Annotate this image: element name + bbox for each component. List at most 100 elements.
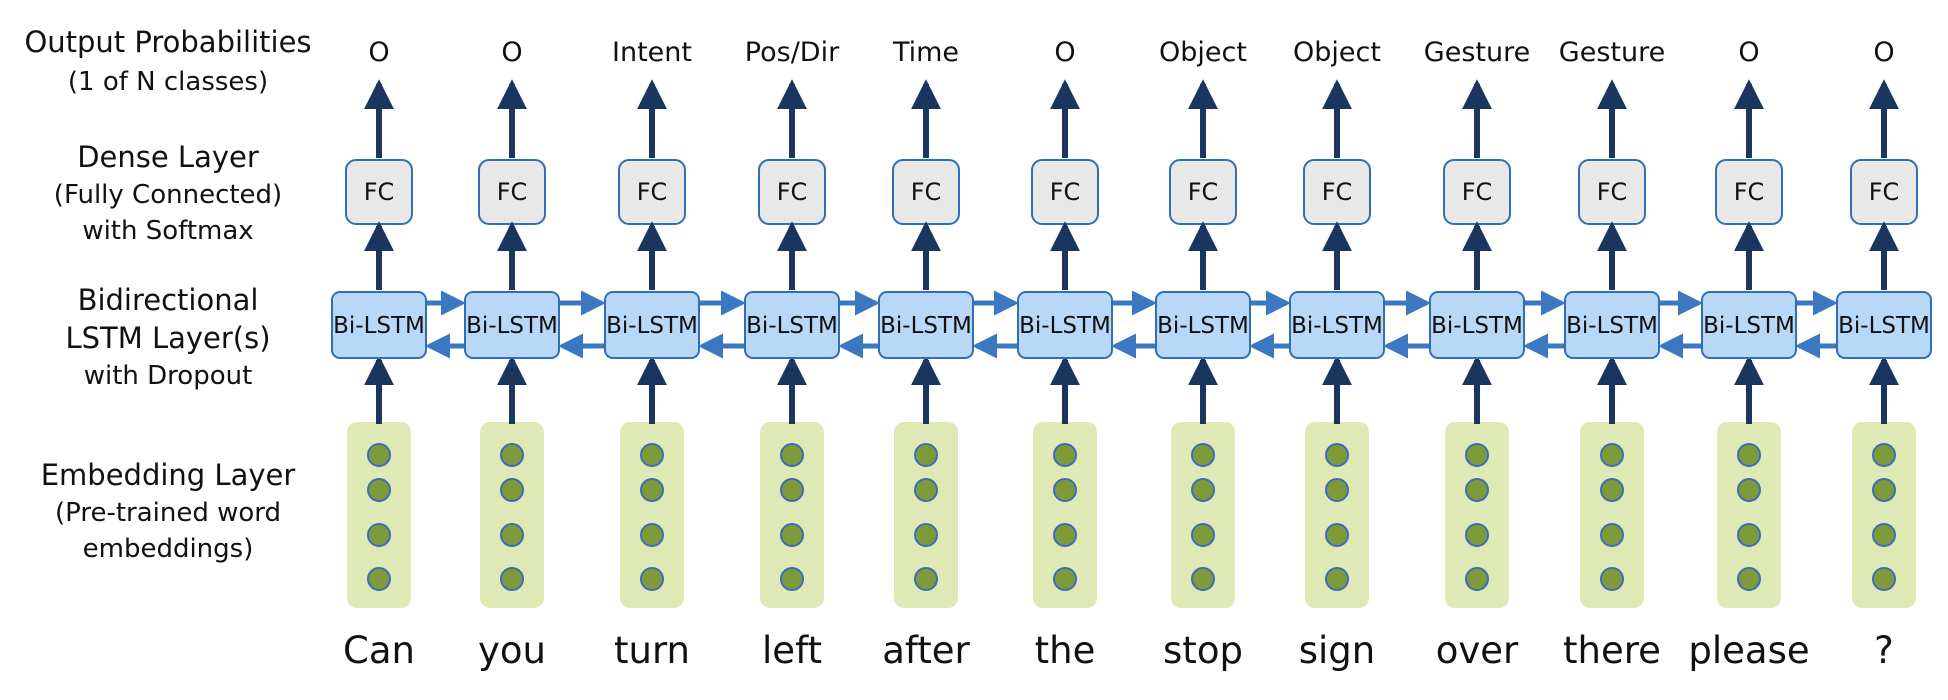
embedding-dimension-dot	[780, 478, 804, 502]
input-word: you	[478, 629, 546, 672]
embedding-dimension-dot	[1053, 478, 1077, 502]
embedding-dimension-dot	[500, 523, 524, 547]
bilstm-node-label: Bi-LSTM	[1157, 313, 1249, 339]
bilstm-node	[1701, 291, 1797, 359]
embedding-vector	[1852, 422, 1916, 608]
embedding-dimension-dot	[640, 443, 664, 467]
embedding-vector	[1717, 422, 1781, 608]
bilstm-node	[1155, 291, 1251, 359]
input-word: after	[882, 629, 970, 672]
layer-labels: Output Probabilities (1 of N classes) De…	[24, 25, 311, 564]
output-layer-label-line1: Output Probabilities	[24, 25, 311, 59]
output-layer-label-line2: (1 of N classes)	[68, 67, 268, 97]
bilstm-node	[878, 291, 974, 359]
output-class-label: O	[1054, 37, 1075, 68]
embedding-dimension-dot	[1191, 523, 1215, 547]
embedding-dimension-dot	[1053, 443, 1077, 467]
embedding-dimension-dot	[914, 523, 938, 547]
embedding-dimension-dot	[914, 567, 938, 591]
output-class-label: Time	[892, 37, 959, 68]
bilstm-node	[1017, 291, 1113, 359]
embedding-dimension-dot	[1465, 523, 1489, 547]
bilstm-node	[1289, 291, 1385, 359]
embedding-dimension-dot	[1325, 443, 1349, 467]
embedding-dimension-dot	[1600, 567, 1624, 591]
embedding-dimension-dot	[1053, 567, 1077, 591]
embedding-dimension-dot	[1737, 478, 1761, 502]
output-class-label: O	[501, 37, 522, 68]
output-class-label: Gesture	[1559, 37, 1665, 68]
embedding-dimension-dot	[780, 523, 804, 547]
embedding-vector	[1580, 422, 1644, 608]
fc-node-label: FC	[637, 178, 668, 206]
embedding-dimension-dot	[1325, 567, 1349, 591]
embedding-dimension-dot	[1325, 523, 1349, 547]
bilstm-node-label: Bi-LSTM	[1703, 313, 1795, 339]
fc-node-label: FC	[1462, 178, 1493, 206]
fc-node-label: FC	[364, 178, 395, 206]
embedding-dimension-dot	[1600, 478, 1624, 502]
token-columns: OFCBi-LSTMCanOFCBi-LSTMyouIntentFCBi-LST…	[331, 37, 1932, 672]
embedding-dimension-dot	[640, 523, 664, 547]
bilstm-node	[1836, 291, 1932, 359]
embedding-dimension-dot	[1465, 567, 1489, 591]
embedding-dimension-dot	[1465, 478, 1489, 502]
embedding-dimension-dot	[500, 478, 524, 502]
embedding-dimension-dot	[1872, 523, 1896, 547]
embedding-dimension-dot	[914, 478, 938, 502]
embedding-dimension-dot	[1191, 567, 1215, 591]
bilstm-node-label: Bi-LSTM	[1566, 313, 1658, 339]
embedding-layer-label-line3: embeddings)	[83, 534, 254, 564]
fc-node-label: FC	[1322, 178, 1353, 206]
lstm-layer-label-line3: with Dropout	[84, 361, 253, 391]
bilstm-node-label: Bi-LSTM	[1291, 313, 1383, 339]
recurrent-connections	[424, 290, 1839, 359]
embedding-dimension-dot	[367, 523, 391, 547]
bilstm-node	[744, 291, 840, 359]
bilstm-node	[331, 291, 427, 359]
fc-node-label: FC	[911, 178, 942, 206]
embedding-dimension-dot	[1737, 443, 1761, 467]
embedding-vector	[894, 422, 958, 608]
input-word: please	[1688, 629, 1809, 672]
input-word: left	[762, 629, 822, 672]
fc-node-label: FC	[1869, 178, 1900, 206]
embedding-vector	[347, 422, 411, 608]
embedding-vector	[1171, 422, 1235, 608]
input-word: there	[1563, 629, 1661, 672]
bilstm-node	[464, 291, 560, 359]
output-class-label: Intent	[612, 37, 692, 68]
output-class-label: Object	[1293, 37, 1381, 68]
bilstm-node-label: Bi-LSTM	[1019, 313, 1111, 339]
embedding-dimension-dot	[367, 443, 391, 467]
input-word: turn	[614, 629, 690, 672]
bilstm-node-label: Bi-LSTM	[606, 313, 698, 339]
bilstm-node-label: Bi-LSTM	[1838, 313, 1930, 339]
input-word: over	[1436, 629, 1519, 672]
input-word: ?	[1874, 629, 1894, 672]
embedding-dimension-dot	[640, 478, 664, 502]
bilstm-node-label: Bi-LSTM	[466, 313, 558, 339]
embedding-dimension-dot	[1872, 443, 1896, 467]
embedding-layer-label-line2: (Pre-trained word	[55, 498, 281, 528]
embedding-vector	[1033, 422, 1097, 608]
embedding-dimension-dot	[1465, 443, 1489, 467]
embedding-vector	[1445, 422, 1509, 608]
embedding-dimension-dot	[1737, 567, 1761, 591]
output-class-label: O	[368, 37, 389, 68]
bilstm-node	[604, 291, 700, 359]
embedding-vector	[760, 422, 824, 608]
embedding-vector	[620, 422, 684, 608]
embedding-vector	[1305, 422, 1369, 608]
lstm-layer-label-line1: Bidirectional	[78, 283, 259, 317]
embedding-layer-label-line1: Embedding Layer	[41, 458, 296, 492]
embedding-dimension-dot	[500, 567, 524, 591]
embedding-dimension-dot	[1191, 443, 1215, 467]
embedding-dimension-dot	[914, 443, 938, 467]
embedding-dimension-dot	[500, 443, 524, 467]
